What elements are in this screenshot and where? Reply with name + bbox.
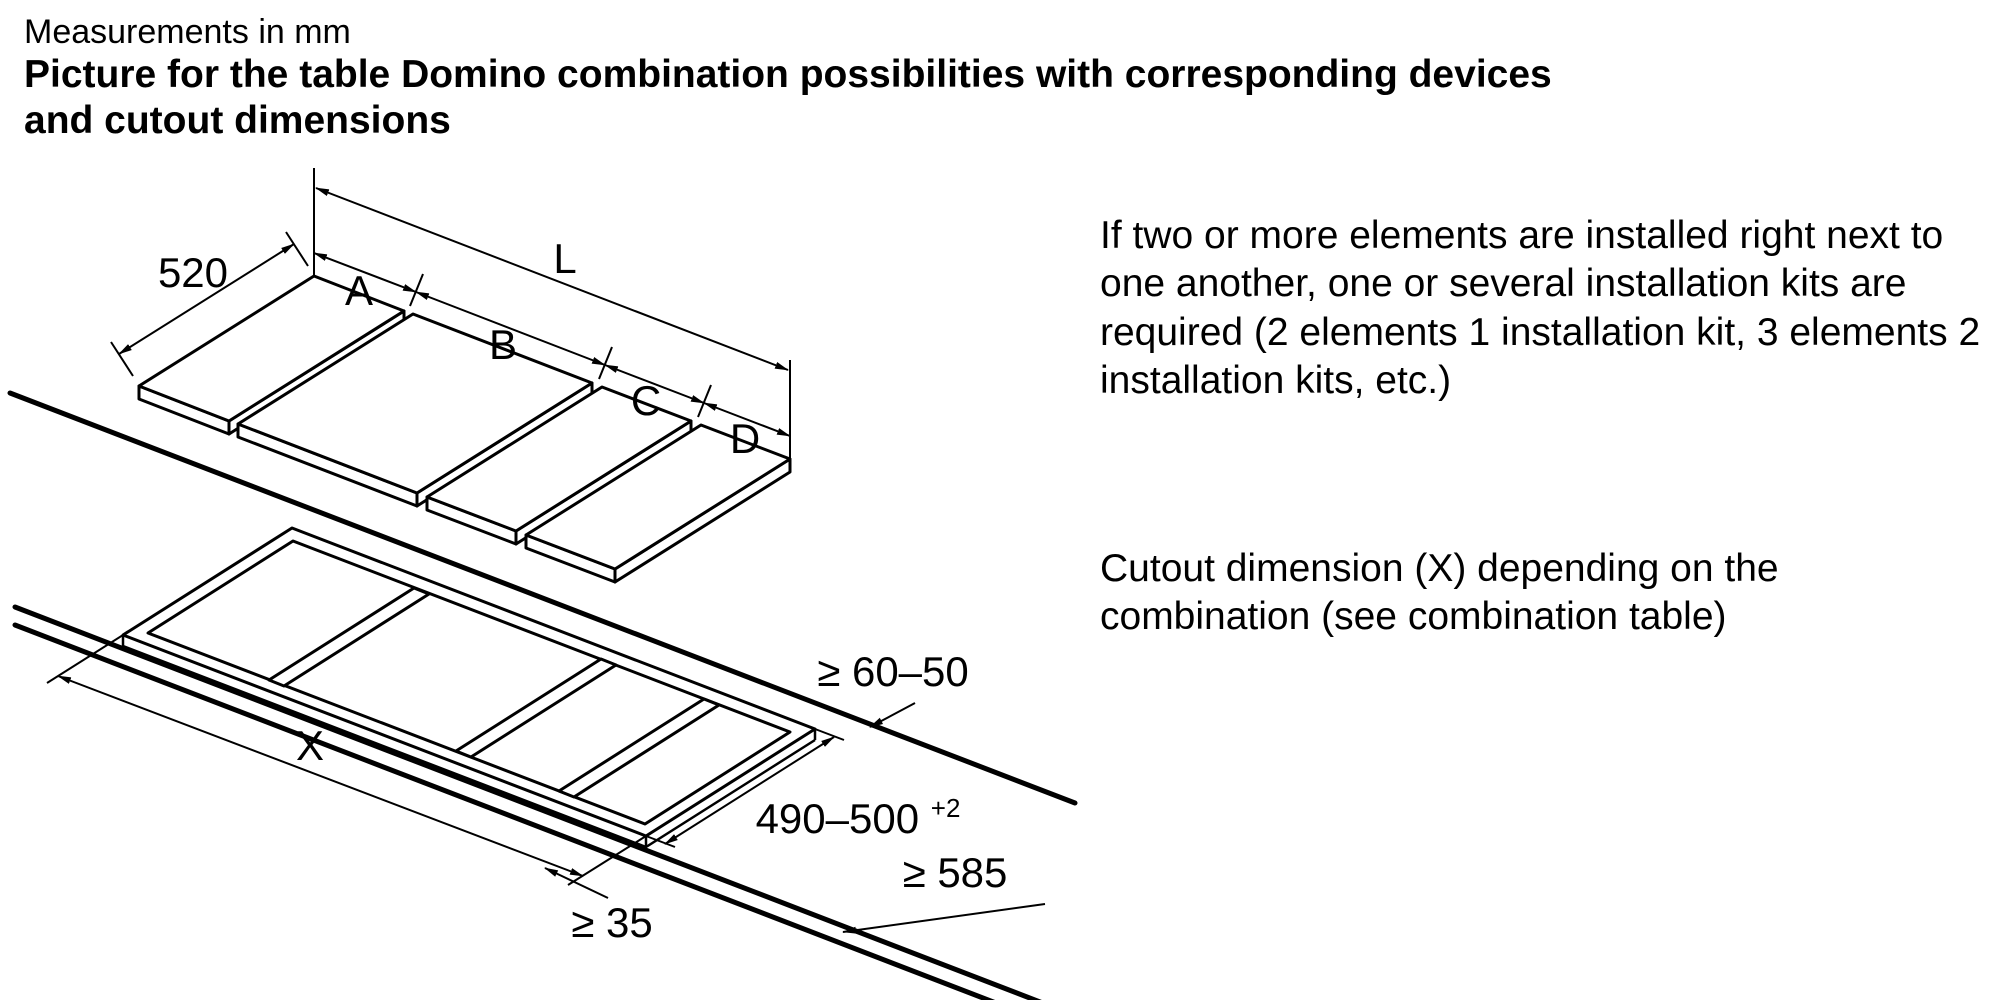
cutout-length-ext-right	[567, 835, 647, 886]
dimension-line-x	[57, 675, 584, 877]
dimension-label-worktop-depth: ≥ 585	[903, 849, 1008, 896]
dimension-line-b	[415, 291, 606, 366]
cutout-depth-tolerance: +2	[931, 793, 961, 823]
dimension-label-490-500: 490–500 +2	[756, 793, 961, 842]
rear-gap-arrow	[869, 702, 916, 728]
dimension-label-c: C	[631, 377, 661, 424]
dimension-element-width: 520	[110, 231, 309, 377]
cutout-length-ext-left	[46, 634, 124, 684]
dimension-label-d: D	[730, 415, 760, 462]
dimension-label-520: 520	[158, 249, 228, 296]
dimension-cutout-length: X	[46, 634, 647, 886]
installation-kit-note: If two or more elements are installed ri…	[1100, 214, 1981, 403]
dimension-rear-gap: ≥ 60–50	[817, 648, 969, 728]
dimension-cutout-depth: 490–500 +2	[645, 728, 961, 848]
dimension-label-b: B	[489, 321, 517, 368]
dimension-line-c	[604, 364, 705, 404]
hob-element-d	[524, 423, 792, 584]
cutout-dimension-note: Cutout dimension (X) depending on the co…	[1100, 547, 1779, 639]
measurements-note: Measurements in mm	[24, 13, 351, 51]
width-tick-top	[285, 231, 309, 267]
dimension-line-490-500	[664, 736, 835, 845]
dimension-total-length: L	[313, 168, 791, 459]
dimension-chain-abcd: A B C D	[313, 252, 791, 462]
cutout-depth-ext-top	[814, 728, 845, 741]
page-title: Picture for the table Domino combination…	[24, 53, 1552, 143]
width-tick-bottom	[110, 341, 134, 377]
dimension-label-front-gap: ≥ 35	[571, 899, 652, 946]
worktop-depth-arrow	[842, 903, 1046, 934]
cutout-depth-ext-bottom	[645, 835, 676, 848]
worktop-back-edge	[7, 390, 1078, 806]
dimension-label-x: X	[296, 722, 324, 769]
front-gap-arrow	[544, 867, 609, 899]
dimension-line-l	[315, 187, 789, 371]
dimension-label-a: A	[345, 267, 373, 314]
dimension-worktop-depth: ≥ 585	[842, 849, 1046, 934]
dimension-label-rear-gap: ≥ 60–50	[817, 648, 969, 695]
hob-element-c-top-face	[425, 385, 693, 533]
dimension-line-520	[118, 243, 295, 355]
dimension-front-gap: ≥ 35	[544, 867, 653, 946]
dimension-line-d	[703, 402, 791, 437]
hob-element-d-top-face	[524, 423, 792, 571]
cutout-depth-value: 490–500	[756, 795, 920, 842]
dimension-label-l: L	[553, 235, 576, 282]
dimension-line-a	[313, 252, 417, 293]
